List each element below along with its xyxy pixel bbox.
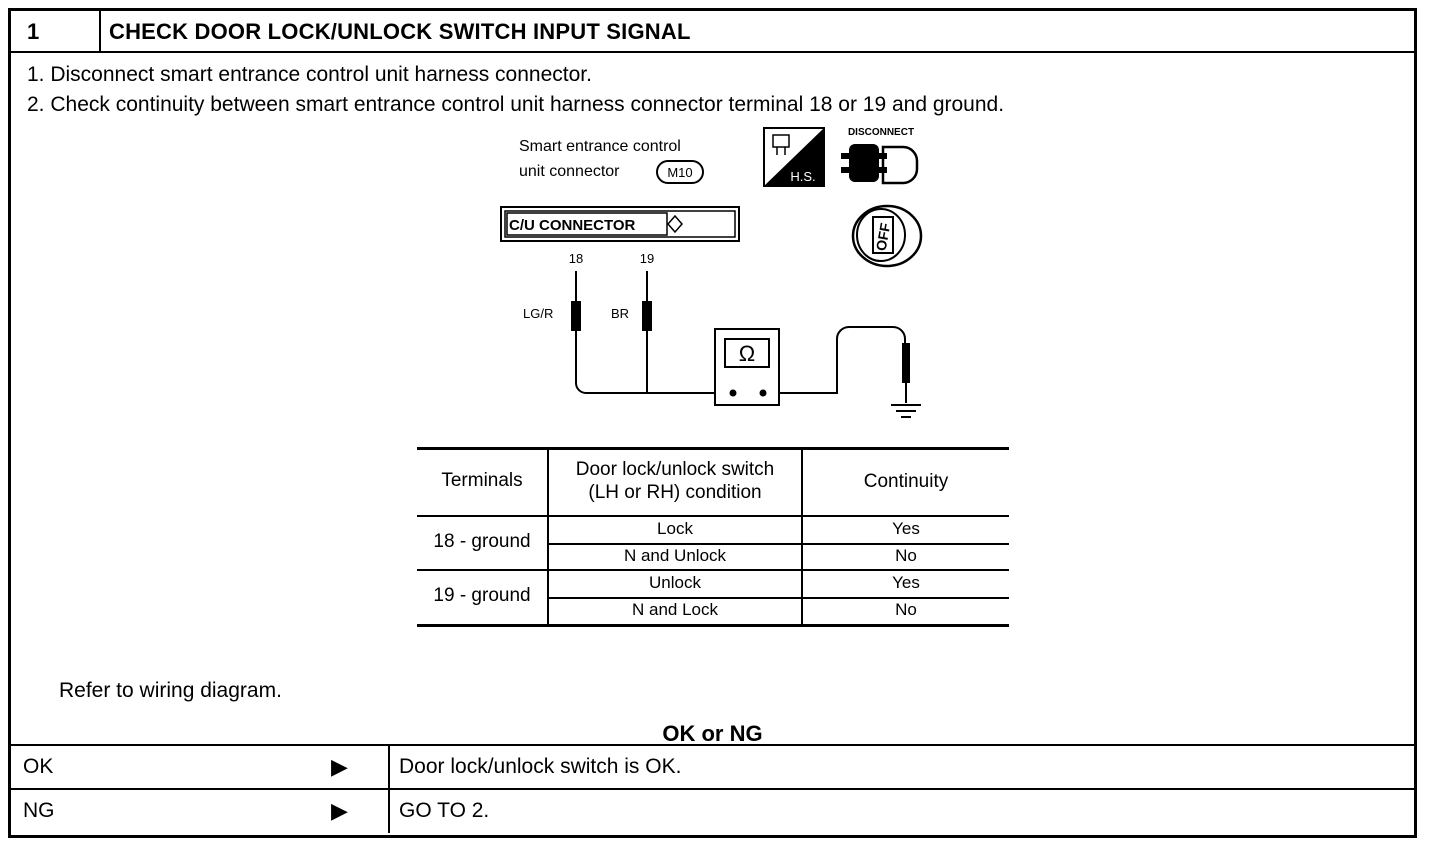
connector-label-line1: Smart entrance control bbox=[519, 138, 681, 155]
result-heading: OK or NG bbox=[662, 721, 763, 746]
ohmmeter: Ω bbox=[714, 328, 780, 406]
result-value-ok: Door lock/unlock switch is OK. bbox=[399, 755, 682, 778]
ignition-off-icon: OFF bbox=[851, 204, 923, 268]
header-terminals: Terminals bbox=[441, 470, 523, 491]
instruction-1: 1. Disconnect smart entrance control uni… bbox=[27, 63, 592, 86]
disconnect-label: DISCONNECT bbox=[848, 127, 914, 138]
step-number: 1 bbox=[27, 19, 40, 44]
hs-label: H.S. bbox=[790, 169, 815, 184]
table-cont-yes-2: Yes bbox=[892, 573, 920, 592]
ohm-symbol: Ω bbox=[739, 341, 755, 366]
header-continuity: Continuity bbox=[863, 471, 949, 492]
result-key-ng: NG bbox=[23, 799, 55, 822]
table-cond-n-unlock: N and Unlock bbox=[623, 546, 727, 565]
table-terminal-18: 18 - ground bbox=[433, 531, 531, 552]
result-key-ok: OK bbox=[23, 755, 54, 778]
ground-icon bbox=[891, 404, 921, 418]
connector-id-badge bbox=[656, 160, 704, 184]
header-condition-line1: Door lock/unlock switch bbox=[575, 459, 775, 480]
table-cont-yes-1: Yes bbox=[892, 519, 920, 538]
ground-probe bbox=[902, 343, 910, 383]
result-divider bbox=[388, 790, 390, 833]
cu-connector-label: C/U CONNECTOR bbox=[509, 217, 636, 234]
wire-lgr-label: LG/R bbox=[523, 306, 553, 321]
table-cont-no-1: No bbox=[895, 546, 917, 565]
arrow-right-icon: ▶ bbox=[331, 798, 348, 823]
result-divider bbox=[388, 746, 390, 789]
result-value-ng: GO TO 2. bbox=[399, 799, 490, 822]
harness-side-icon: H.S. bbox=[763, 127, 825, 187]
probe-19 bbox=[642, 301, 652, 331]
table-cont-no-2: No bbox=[895, 600, 917, 619]
step-divider bbox=[99, 11, 101, 51]
step-title: CHECK DOOR LOCK/UNLOCK SWITCH INPUT SIGN… bbox=[109, 19, 691, 44]
step-header: 1 CHECK DOOR LOCK/UNLOCK SWITCH INPUT SI… bbox=[11, 11, 1414, 53]
table-cond-lock: Lock bbox=[657, 519, 693, 538]
connector-diagram: Smart entrance control unit connector M1… bbox=[500, 127, 923, 418]
off-label: OFF bbox=[873, 221, 894, 252]
continuity-table: Terminals Door lock/unlock switch (LH or… bbox=[417, 447, 1009, 629]
instruction-2: 2. Check continuity between smart entran… bbox=[27, 93, 1005, 116]
cu-connector: C/U CONNECTOR bbox=[500, 206, 740, 242]
wire-br-label: BR bbox=[611, 306, 629, 321]
result-row-ok: OK ▶ Door lock/unlock switch is OK. bbox=[11, 744, 1414, 789]
probe-18 bbox=[571, 301, 581, 331]
terminal-19-label: 19 bbox=[640, 251, 654, 266]
table-terminal-19: 19 - ground bbox=[433, 585, 531, 606]
result-row-ng: NG ▶ GO TO 2. bbox=[11, 788, 1414, 833]
procedure-frame: 1 CHECK DOOR LOCK/UNLOCK SWITCH INPUT SI… bbox=[8, 8, 1417, 838]
header-condition-line2: (LH or RH) condition bbox=[588, 482, 762, 503]
disconnect-icon: DISCONNECT bbox=[841, 127, 919, 185]
table-cond-unlock: Unlock bbox=[649, 573, 701, 592]
table-cond-n-lock: N and Lock bbox=[632, 600, 718, 619]
terminal-18-label: 18 bbox=[569, 251, 583, 266]
arrow-right-icon: ▶ bbox=[331, 754, 348, 779]
wiring-diagram-note: Refer to wiring diagram. bbox=[59, 679, 282, 702]
connector-id: M10 bbox=[667, 165, 692, 180]
connector-label-line2: unit connector bbox=[519, 163, 620, 180]
